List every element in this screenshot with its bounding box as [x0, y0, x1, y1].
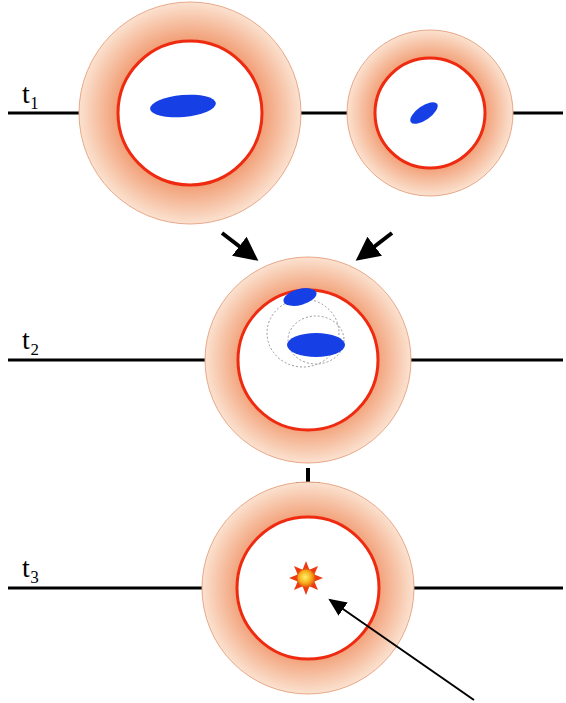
time-label: t₁ [22, 80, 40, 108]
galaxy [282, 285, 319, 309]
orbit [267, 299, 339, 367]
halo [202, 482, 414, 694]
time-label: t₂ [22, 326, 40, 354]
halo [347, 30, 513, 196]
pointer-line [330, 600, 474, 700]
galaxy [149, 92, 217, 120]
orbit [288, 316, 344, 364]
halo [79, 2, 301, 224]
galaxy [287, 333, 345, 357]
quasar-star [289, 561, 323, 595]
quasar-core [297, 569, 315, 587]
merge-arrow [222, 233, 252, 256]
merge-arrow [362, 233, 392, 256]
time-label: t₃ [22, 554, 40, 582]
halo [205, 257, 411, 463]
galaxy [407, 98, 441, 128]
